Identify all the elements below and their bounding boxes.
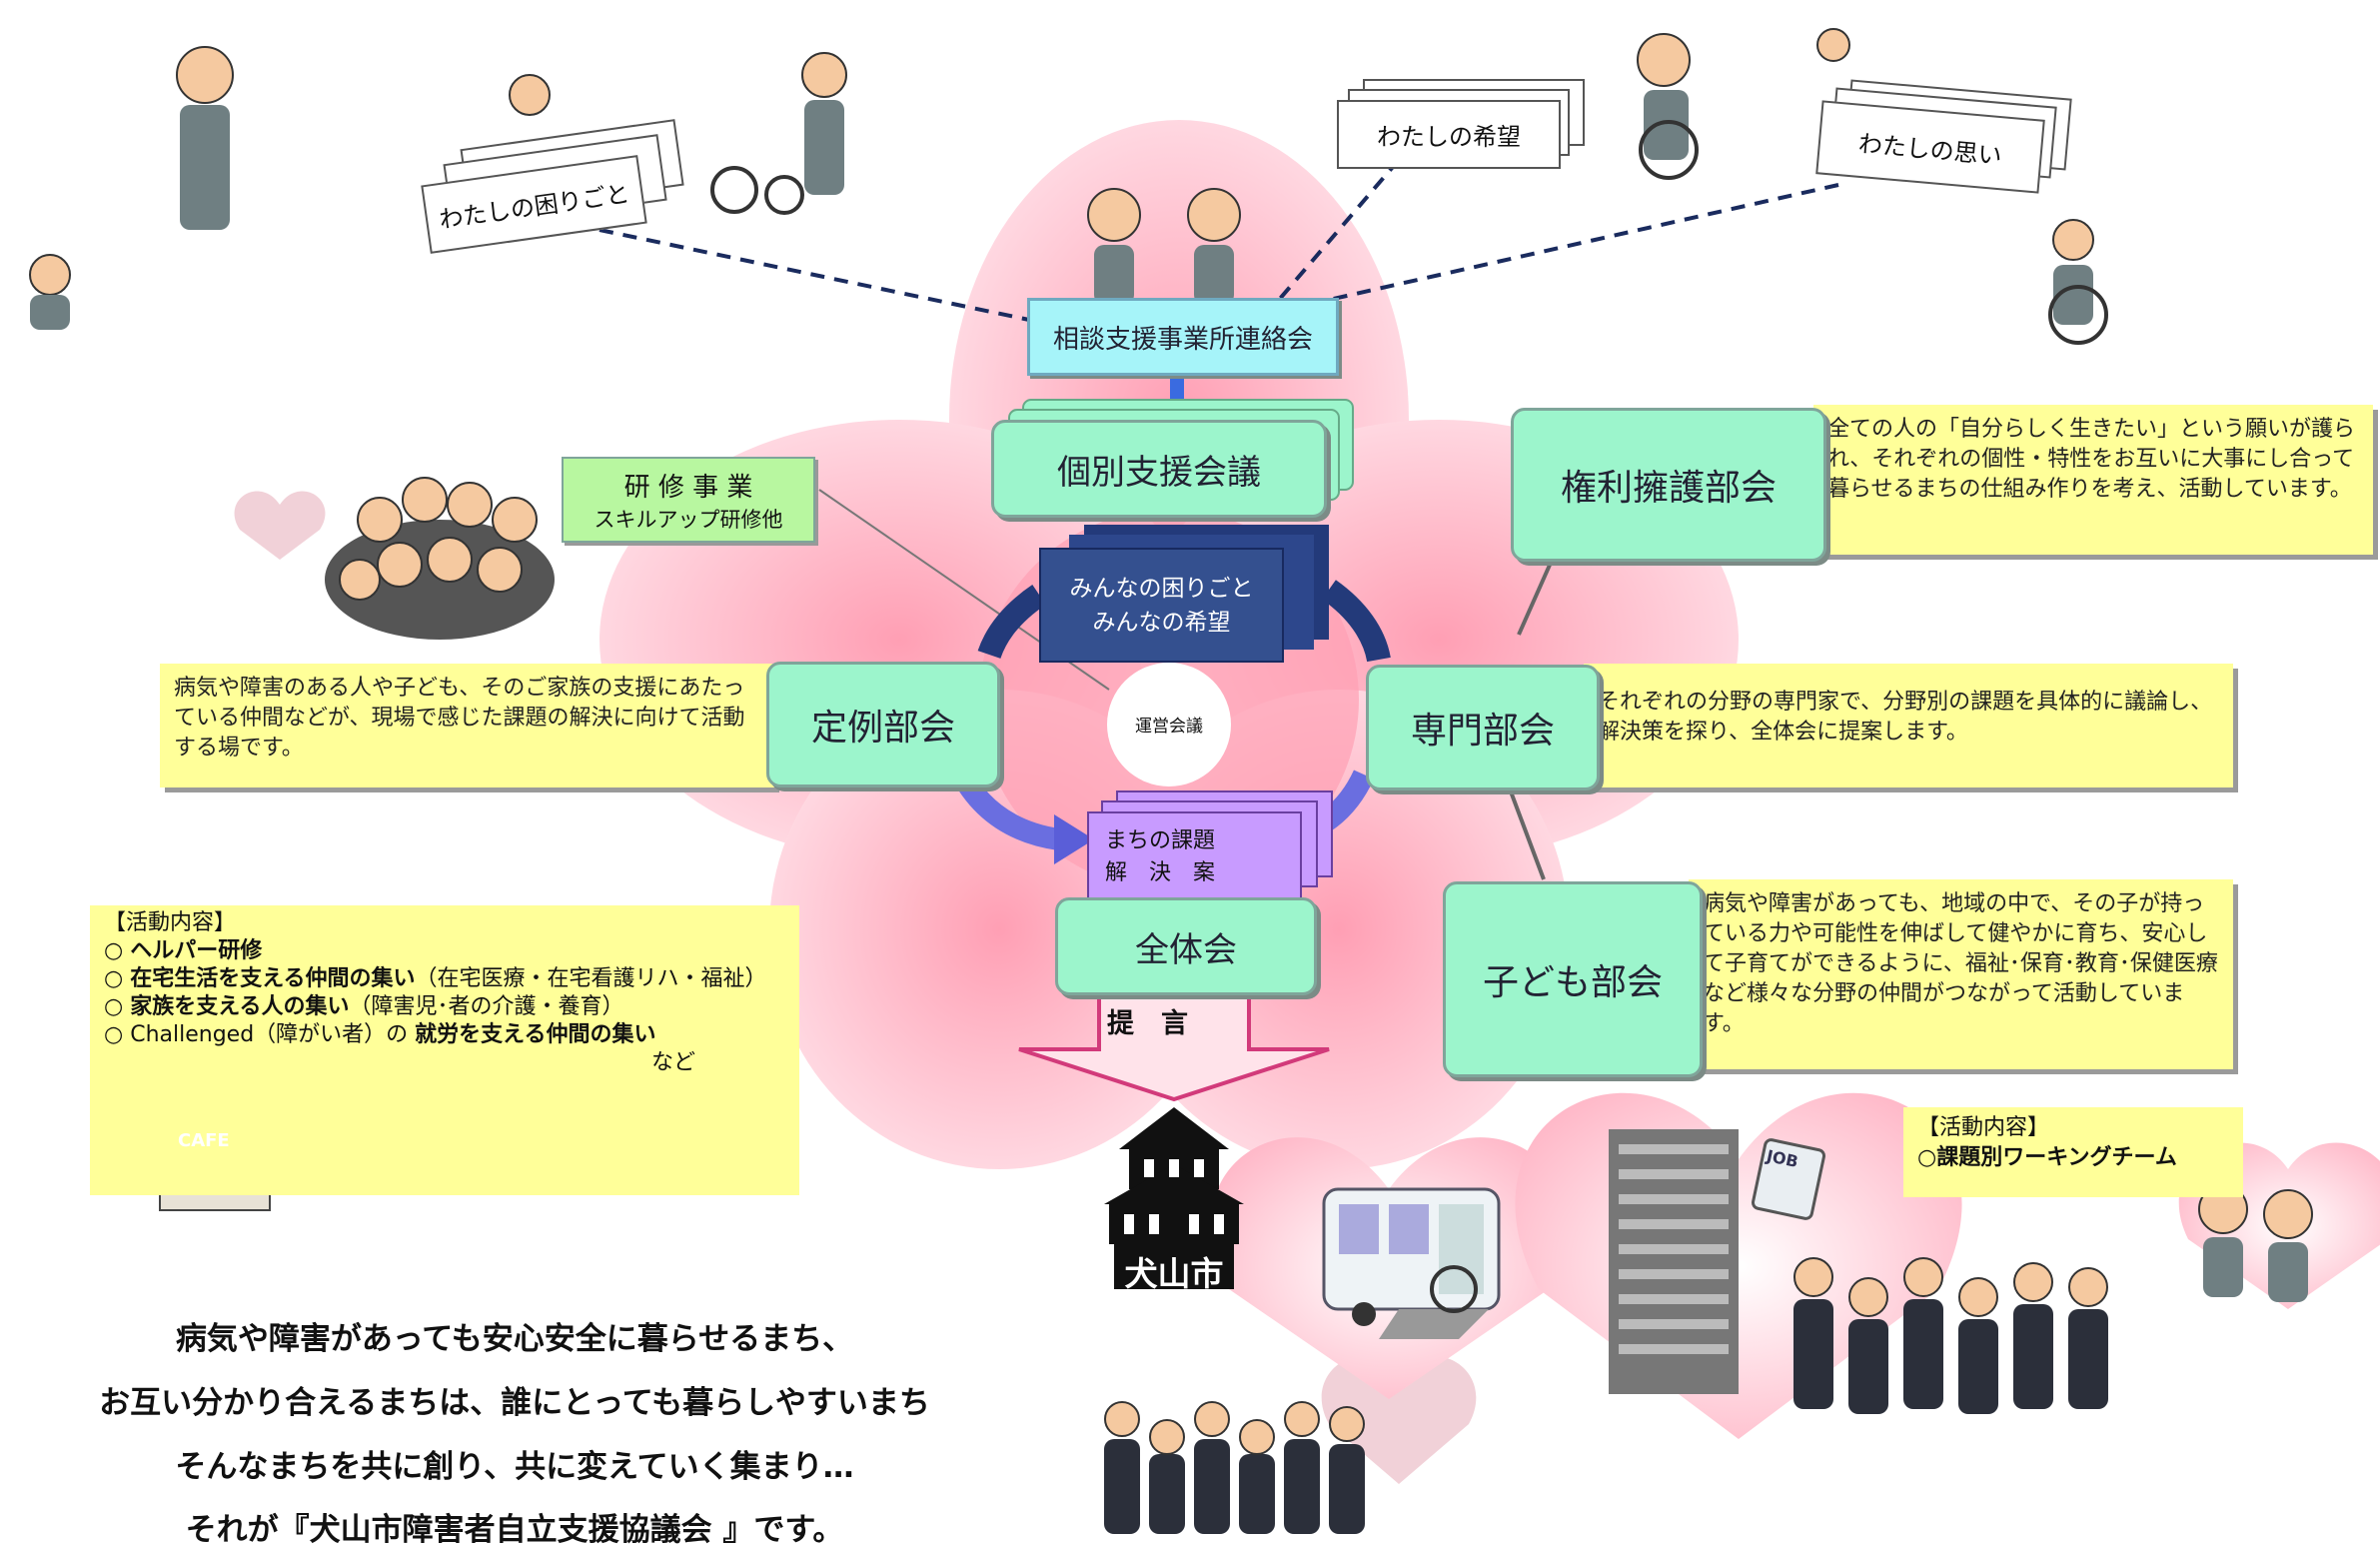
center-stack-line2: みんなの希望	[1092, 610, 1231, 636]
activity-bold: 在宅生活を支える仲間の集い	[130, 966, 416, 991]
activity-item: ○ 在宅生活を支える仲間の集い（在宅医療・在宅看護リハ・福祉）	[104, 965, 785, 993]
castle-icon	[1104, 1107, 1244, 1289]
teirei-note: 病気や障害のある人や子ども、そのご家族の支援にあたっている仲間などが、現場で感じ…	[160, 664, 774, 787]
activities-right-note: 【活動内容】 ○課題別ワーキングチーム	[1903, 1107, 2243, 1197]
people-group-right	[1793, 1257, 2108, 1414]
activity-bold: 家族を支える人の集い	[130, 994, 350, 1019]
activity-bold: ヘルパー研修	[130, 938, 263, 963]
activity-item: ○ Challenged（障がい者）の 就労を支える仲間の集い	[104, 1021, 785, 1049]
paper-hope: わたしの希望	[1337, 100, 1561, 169]
activity-mark: ○	[104, 1022, 124, 1047]
activities-right-header: 【活動内容】	[1917, 1115, 2050, 1140]
crowd-illustration	[325, 477, 555, 640]
slogan-line-2: お互い分かり合えるまちは、誰にとっても暮らしやすいまち	[99, 1385, 930, 1421]
activity-rest: Challenged（障がい者）の	[130, 1022, 416, 1047]
teirei-committee-box: 定例部会	[766, 662, 1000, 787]
activities-left-header: 【活動内容】	[104, 910, 237, 935]
slogan-line-4: それが『犬山市障害者自立支援協議会 』です。	[185, 1512, 844, 1548]
dashed-connectors	[598, 158, 1839, 322]
slogan-line-3: そんなまちを共に創り、共に変えていく集まり…	[175, 1449, 854, 1485]
city-label: 犬山市	[1124, 1254, 1224, 1293]
kenri-committee-box: 権利擁護部会	[1511, 408, 1826, 562]
training-subtitle: スキルアップ研修他	[594, 508, 783, 532]
bus-icon	[1322, 1187, 1501, 1339]
training-box: 研 修 事 業 スキルアップ研修他	[562, 457, 815, 543]
issues-line2: 解 決 案	[1105, 860, 1216, 885]
activity-bold: 就労を支える仲間の集い	[415, 1022, 656, 1047]
activities-right-item: ○課題別ワーキングチーム	[1917, 1145, 2177, 1170]
activity-mark: ○	[104, 994, 124, 1019]
slogan-line-1: 病気や障害があっても安心安全に暮らせるまち、	[175, 1321, 854, 1357]
center-issues-stack: みんなの困りごと みんなの希望	[1039, 548, 1284, 663]
heart-decoration	[234, 491, 326, 560]
activity-item: ○ 家族を支える人の集い（障害児･者の介護・養育）	[104, 993, 785, 1021]
proposal-label: 提 言	[1107, 1008, 1188, 1039]
training-title: 研 修 事 業	[623, 473, 753, 503]
individual-support-meeting-box: 個別支援会議	[991, 420, 1327, 518]
senmon-note: それぞれの分野の専門家で、分野別の課題を具体的に議論し、解決策を探り、全体会に提…	[1584, 664, 2233, 787]
kenri-note: 全ての人の「自分らしく生きたい」という願いが護られ、それぞれの個性・特性をお互い…	[1813, 405, 2373, 555]
activity-rest: （障害児･者の介護・養育）	[349, 994, 624, 1019]
activities-left-note: 【活動内容】 ○ ヘルパー研修 ○ 在宅生活を支える仲間の集い（在宅医療・在宅看…	[90, 905, 799, 1195]
kodomo-note: 病気や障害があっても、地域の中で、その子が持っている力や可能性を伸ばして健やかに…	[1689, 879, 2233, 1069]
activity-item: ○ ヘルパー研修	[104, 937, 785, 965]
activity-mark: ○	[104, 938, 124, 963]
cafe-sign: CAFE	[178, 1130, 230, 1151]
activity-mark: ○	[104, 966, 124, 991]
activities-left-etc: など	[650, 1050, 695, 1075]
people-group-bottom	[1104, 1401, 1365, 1534]
issues-solutions-stack: まちの課題 解 決 案	[1087, 811, 1302, 901]
liaison-council-box: 相談支援事業所連絡会	[1027, 298, 1339, 376]
center-stack-line1: みんなの困りごと	[1069, 576, 1254, 602]
steering-council-label: 運営会議	[1135, 717, 1203, 737]
issues-line1: まちの課題	[1105, 828, 1216, 853]
senmon-committee-box: 専門部会	[1366, 665, 1600, 790]
general-meeting-box: 全体会	[1055, 897, 1317, 995]
building-icon	[1609, 1129, 1826, 1394]
activity-rest: （在宅医療・在宅看護リハ・福祉）	[415, 966, 767, 991]
kodomo-committee-box: 子ども部会	[1443, 881, 1703, 1077]
